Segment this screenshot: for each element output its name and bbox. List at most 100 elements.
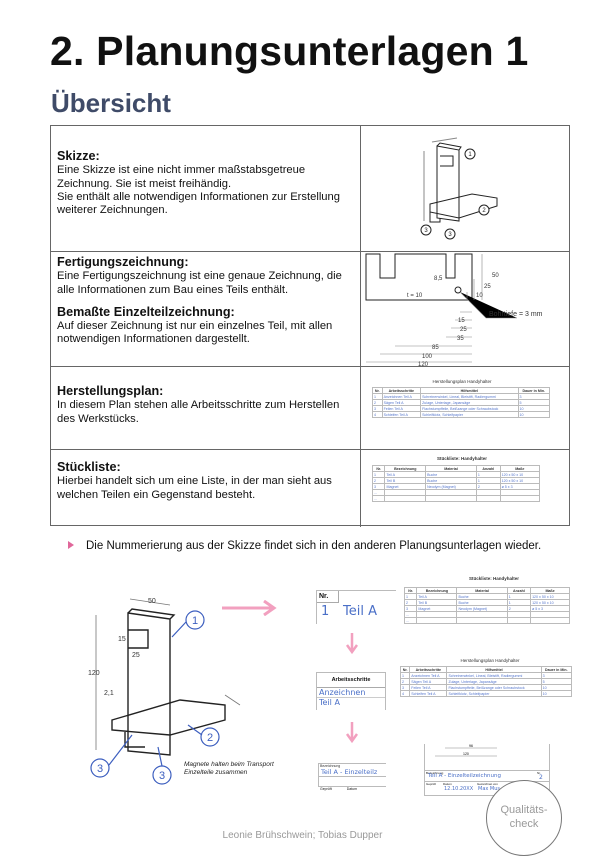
arrow-right-icon [222, 600, 277, 616]
dim: 15 [458, 318, 465, 324]
table-cell: Schleifklotz, Schleifpapier [420, 411, 519, 418]
checked-label: Geprüft [320, 787, 332, 791]
plan-thumbnail: Herstellungsplan Handyhalter Nr.Arbeitss… [362, 367, 569, 449]
nr-value: 2 [539, 774, 543, 781]
desig-value: Teil A - Einzelteilzeichnung [428, 773, 501, 779]
desc: Eine Fertigungszeichnung ist eine genaue… [57, 270, 342, 296]
heading: Fertigungszeichnung: [57, 255, 189, 269]
dim: 85 [432, 345, 439, 351]
footer-authors: Leonie Brühschwein; Tobias Dupper [222, 830, 383, 841]
row-fertigung: Fertigungszeichnung:Eine Fertigungszeich… [51, 251, 569, 368]
table-cell: 4 [372, 411, 383, 418]
steps-header: Arbeitsschritte [317, 673, 385, 688]
callout-3: 3 [424, 228, 428, 234]
dim: 10 [476, 293, 483, 299]
parts-title-large: Stückliste: Handyhalter [468, 576, 519, 581]
arrow-down-icon [345, 722, 359, 744]
row-herstellungsplan: Herstellungsplan:In diesem Plan stehen a… [51, 366, 569, 449]
designation-excerpt: Bezeichnung Teil A - Einzelteilz Geprüft… [318, 763, 386, 791]
desc: Auf dieser Zeichnung ist nur ein einzeln… [57, 320, 333, 346]
table-cell [425, 495, 477, 502]
step-part: Teil A [319, 698, 340, 707]
desig-header: Bezeichnung [425, 770, 549, 775]
heading: Herstellungsplan: [57, 384, 164, 398]
checked-label: Geprüft [426, 782, 437, 786]
bullet-note: Die Nummerierung aus der Skizze findet s… [68, 540, 541, 552]
drawn-by-value: Max Mus [478, 786, 501, 792]
table-cell: Schleifen Teil A [409, 690, 448, 697]
heading: Skizze: [57, 149, 100, 163]
callout-3: 3 [97, 763, 103, 775]
nr-value: 1 [321, 604, 330, 619]
page-title: 2. Planungsunterlagen 1 [50, 28, 529, 74]
quality-check-stamp: Qualitäts-check [486, 780, 562, 856]
table-cell: ... [371, 495, 386, 502]
heading: Bemaßte Einzelteilzeichnung: [57, 304, 235, 319]
dim: 120 [88, 670, 100, 677]
table-cell [499, 495, 541, 502]
desc: Eine Skizze ist eine nicht immer maßstab… [57, 164, 306, 190]
nr-header: Nr. [537, 771, 541, 775]
callout-3b: 3 [448, 232, 452, 238]
dim: 25 [460, 327, 467, 333]
section-title: Übersicht [51, 88, 171, 118]
desc: Sie enthält alle notwendigen Information… [57, 190, 340, 217]
drill-depth-note: Bohrtiefe = 3 mm [489, 311, 543, 318]
table-cell: ... [403, 617, 418, 624]
dim: 25 [132, 652, 140, 659]
steps-excerpt: Arbeitsschritte Anzeichnen Teil A [316, 672, 386, 710]
sketch-thumbnail: 1 2 3 3 [362, 126, 569, 251]
bullet-text: Die Nummerierung aus der Skizze findet s… [86, 540, 542, 552]
parts-title: Stückliste: Handyhalter [436, 456, 487, 461]
plan-title: Herstellungsplan Handyhalter [432, 379, 492, 384]
table-cell [384, 495, 427, 502]
desig-header: Bezeichnung [319, 763, 386, 768]
desc: In diesem Plan stehen alle Arbeitsschrit… [57, 399, 340, 425]
plan-title-large: Herstellungsplan Handyhalter [460, 658, 520, 663]
table-cell: 10 [540, 690, 573, 697]
table-cell: 10 [517, 411, 551, 418]
table-cell [506, 617, 532, 624]
callout-1: 1 [468, 152, 472, 158]
dim: 120 [463, 752, 469, 756]
heading: Stückliste: [57, 460, 121, 474]
desig-value: Teil A - Einzelteilz [319, 768, 386, 777]
desc: Hierbei handelt sich um eine Liste, in d… [57, 475, 332, 501]
part-name: Teil A [343, 604, 377, 619]
table-cell [456, 617, 508, 624]
table-row: ... [403, 617, 570, 624]
table-cell [475, 495, 501, 502]
sketch-large: 1 2 3 3 50 15 25 120 2,1 Magnete halten … [88, 598, 274, 785]
date-label: Datum [346, 787, 357, 791]
dim: 15 [118, 636, 126, 643]
table-cell: Schleifklotz, Schleifpapier [446, 690, 542, 697]
dim: 35 [457, 336, 464, 342]
dim: 100 [422, 354, 433, 360]
table-cell [416, 617, 458, 624]
dim: 96 [469, 744, 473, 748]
date-label: Datum [443, 782, 452, 786]
step-value: Anzeichnen [317, 688, 385, 698]
table-cell [530, 617, 570, 624]
sketch-note: Magnete halten beim Transport Einzelteil… [184, 761, 274, 776]
drawing-thumbnail: 120 100 85 35 25 15 10 25 50 t = 10 8,5 … [362, 252, 569, 368]
table-row: ... [371, 495, 541, 502]
bullet-arrow-icon [68, 541, 74, 549]
callout-2: 2 [207, 732, 213, 744]
dim: 25 [484, 284, 491, 290]
drawn-by-label: Gezeichnet von [477, 782, 498, 786]
row-stueckliste: Stückliste:Hierbei handelt sich um eine … [51, 449, 569, 527]
table-cell: 4 [399, 690, 411, 697]
dim: 2,1 [104, 690, 114, 697]
dim: 120 [418, 362, 429, 366]
arrow-down-icon [345, 633, 359, 655]
nr-header: Nr. [317, 591, 339, 603]
